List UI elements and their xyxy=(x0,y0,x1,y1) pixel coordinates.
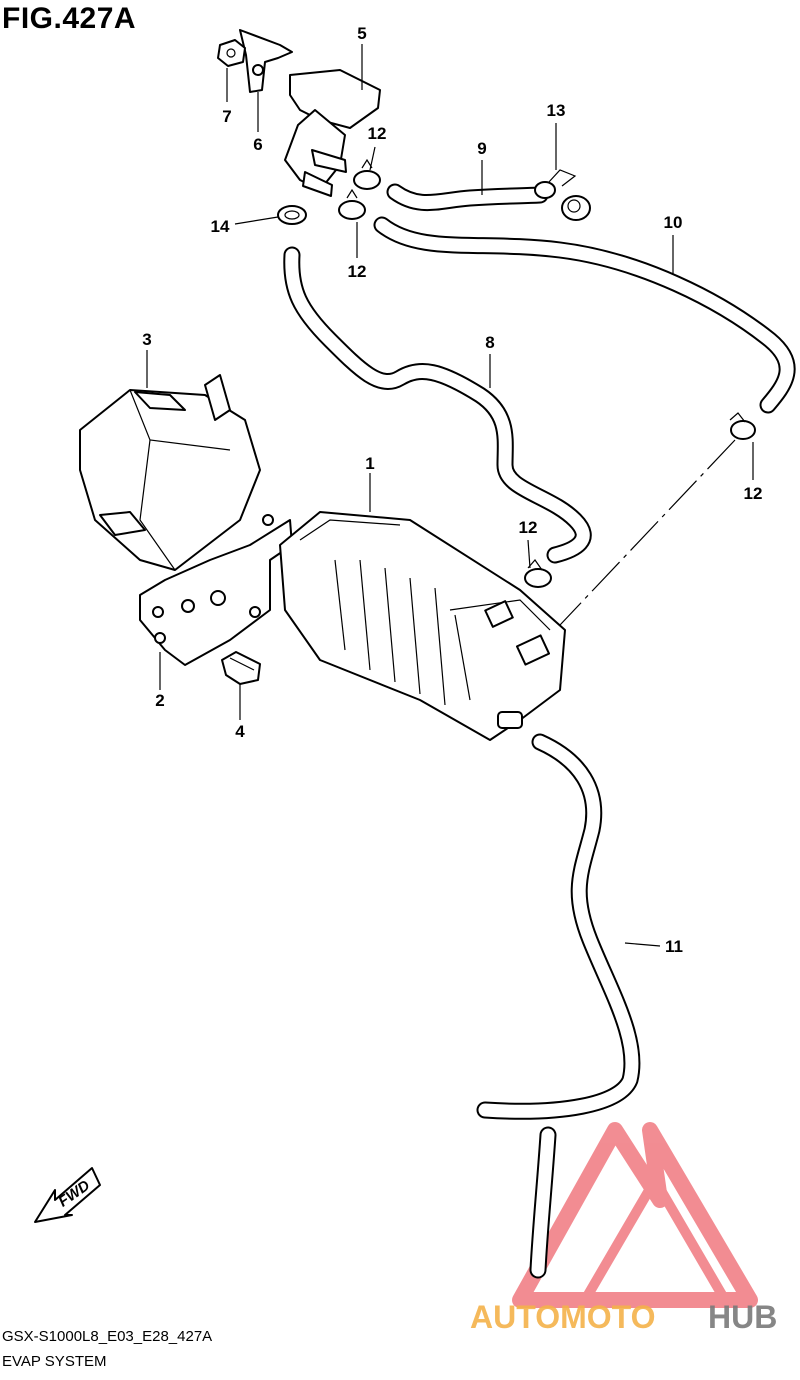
nut-7 xyxy=(217,39,246,67)
clamp-12-b xyxy=(338,188,366,220)
callout-10: 10 xyxy=(664,213,683,232)
fwd-arrow-icon: FWD xyxy=(34,1167,101,1223)
hose-10 xyxy=(373,216,796,414)
clamp-12-c xyxy=(729,412,756,440)
watermark-text-1: AUTOMOTO xyxy=(470,1299,655,1335)
callout-8: 8 xyxy=(485,333,494,352)
callout-12-b: 12 xyxy=(348,262,367,281)
connection-line xyxy=(559,439,736,626)
hose-9 xyxy=(386,183,591,221)
figure-title: FIG.427A xyxy=(2,2,137,35)
clamp-13 xyxy=(534,169,577,199)
callout-4: 4 xyxy=(235,722,245,741)
watermark-logo xyxy=(512,1122,758,1308)
callout-3: 3 xyxy=(142,330,151,349)
figure-code: GSX-S1000L8_E03_E28_427A xyxy=(2,1328,213,1345)
callout-11: 11 xyxy=(665,937,683,956)
watermark-text-2: HUB xyxy=(708,1299,777,1335)
leader-lines xyxy=(146,44,754,947)
purge-valve-5 xyxy=(284,69,381,197)
bracket-2 xyxy=(139,514,293,666)
callout-2: 2 xyxy=(155,691,164,710)
callout-12-d: 12 xyxy=(519,518,538,537)
clamp-12-a xyxy=(353,158,381,190)
hose-11 xyxy=(476,733,641,1279)
callout-12-c: 12 xyxy=(744,484,763,503)
callout-7: 7 xyxy=(222,107,231,126)
canister-cover-3 xyxy=(79,374,261,571)
clamp-12-d xyxy=(524,559,552,588)
callout-1: 1 xyxy=(365,454,374,473)
hose-8 xyxy=(283,246,592,564)
clamp-14 xyxy=(277,205,307,225)
figure-name: EVAP SYSTEM xyxy=(2,1353,107,1370)
callout-6: 6 xyxy=(253,135,262,154)
callout-5: 5 xyxy=(357,24,366,43)
callout-14: 14 xyxy=(211,217,230,236)
callout-13: 13 xyxy=(547,101,566,120)
callout-9: 9 xyxy=(477,139,486,158)
evap-canister-1 xyxy=(279,511,566,741)
valve-bracket-6 xyxy=(239,29,293,93)
bolt-4 xyxy=(221,651,261,685)
callout-12-a: 12 xyxy=(368,124,387,143)
